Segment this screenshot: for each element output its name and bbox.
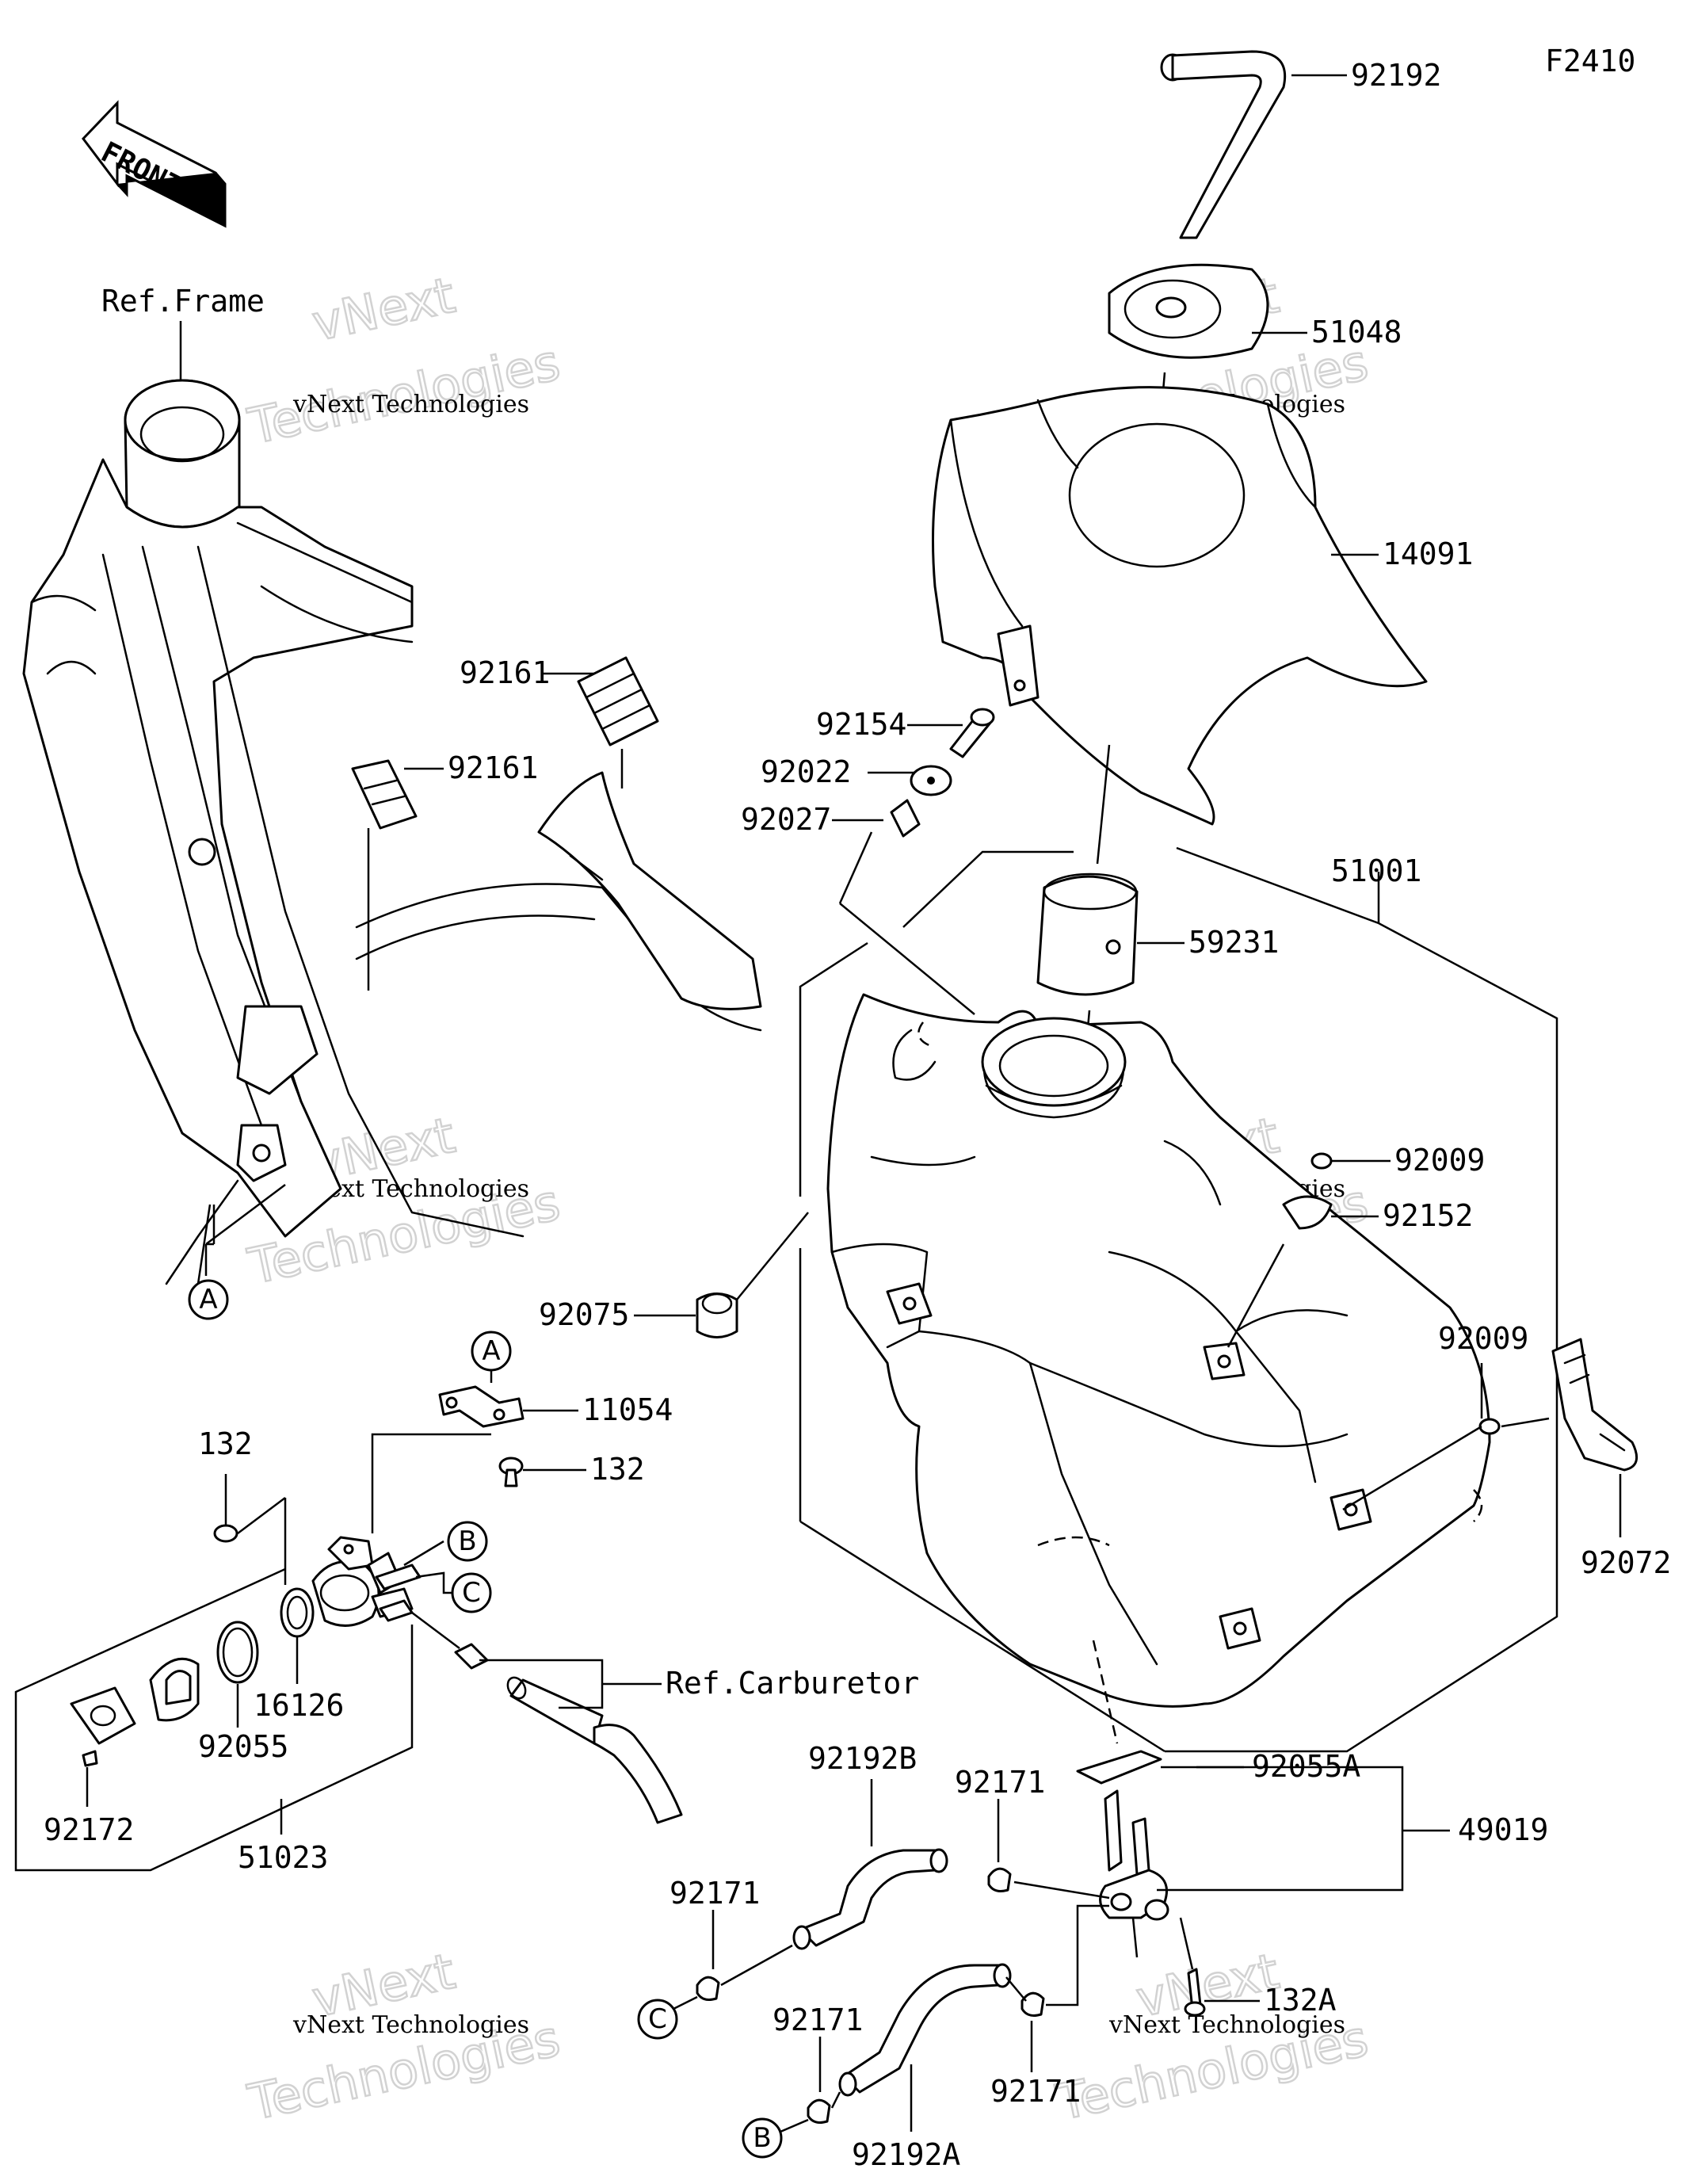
svg-text:92192A: 92192A	[852, 2137, 960, 2172]
svg-text:B: B	[458, 1525, 476, 1557]
ref-frame-label: Ref.Frame	[101, 284, 265, 319]
svg-text:92075: 92075	[539, 1297, 629, 1332]
tank-mount-bottom	[1219, 1607, 1261, 1650]
svg-text:92171: 92171	[773, 2003, 863, 2037]
marker-a-frame	[188, 1279, 229, 1320]
part-92161-lower: 92161	[351, 750, 538, 991]
svg-text:132A: 132A	[1264, 1983, 1337, 2018]
svg-text:51048: 51048	[1311, 315, 1402, 349]
svg-text:92161: 92161	[460, 655, 550, 690]
svg-text:92171: 92171	[990, 2074, 1081, 2109]
svg-text:92154: 92154	[816, 707, 906, 742]
part-92192A: 92192A	[838, 1963, 1012, 2172]
marker-c-cock	[451, 1572, 492, 1613]
part-49019: 49019	[1099, 1766, 1548, 1958]
part-92072: 92072	[1551, 1338, 1671, 1580]
svg-text:49019: 49019	[1458, 1812, 1548, 1847]
part-92171-left: 92171 C	[637, 1876, 793, 2040]
watermark-top-left: vNext Technologies vNext Technologies	[242, 265, 566, 456]
svg-text:132: 132	[590, 1452, 645, 1487]
svg-text:11054: 11054	[582, 1392, 673, 1427]
part-92192B: 92192B	[792, 1741, 948, 1950]
svg-text:92192: 92192	[1351, 58, 1441, 93]
part-92171-upper: 92171	[955, 1765, 1110, 1900]
part-51001	[826, 993, 1491, 1708]
part-92161-upper: 92161	[460, 655, 659, 788]
svg-text:14091: 14091	[1383, 536, 1473, 571]
part-132-bracket: 132	[498, 1452, 645, 1487]
fuel-cock-lever	[149, 1657, 200, 1722]
part-92055: 92055	[198, 1621, 288, 1764]
part-92075: 92075	[539, 1212, 809, 1338]
frame-reference: Ref.Frame A	[22, 284, 762, 1320]
svg-text:92022: 92022	[761, 754, 851, 789]
svg-text:C: C	[648, 2003, 667, 2035]
watermark-bottom-left: vNext Technologies vNext Technologies	[242, 1941, 566, 2132]
svg-text:A: A	[482, 1335, 500, 1367]
part-92171-bottom-left: 92171 B	[742, 2003, 863, 2159]
svg-text:vNext: vNext	[307, 266, 460, 353]
fuel-cock-plate	[70, 1686, 136, 1745]
front-arrow-icon: FRONT	[82, 100, 227, 228]
tank-mount-mid	[1203, 1342, 1246, 1380]
figure-code: F2410	[1545, 44, 1635, 78]
svg-text:92172: 92172	[44, 1812, 134, 1847]
part-92009-lower: 92009	[1342, 1321, 1550, 1511]
svg-text:51023: 51023	[238, 1840, 328, 1875]
tank-mount-front	[886, 1282, 933, 1325]
svg-text:C: C	[462, 1577, 481, 1609]
svg-text:vNext Technologies: vNext Technologies	[292, 391, 529, 418]
svg-text:92009: 92009	[1394, 1143, 1485, 1178]
watermark-bottom-right: vNext Technologies vNext Technologies	[1051, 1941, 1374, 2132]
part-92192: 92192	[1160, 50, 1441, 239]
svg-text:92192B: 92192B	[808, 1741, 917, 1776]
part-16126: 16126	[254, 1587, 344, 1723]
fuel-tank-outline	[799, 846, 1558, 1753]
svg-text:92027: 92027	[741, 802, 831, 837]
part-132-cock: 132	[198, 1426, 286, 1543]
svg-text:92009: 92009	[1438, 1321, 1528, 1356]
svg-text:vNext Technologies: vNext Technologies	[292, 2011, 529, 2039]
svg-text:92152: 92152	[1383, 1198, 1473, 1233]
part-92171-bottom-right: 92171	[990, 1904, 1109, 2109]
part-92027: 92027	[741, 799, 975, 1015]
svg-text:92171: 92171	[670, 1876, 760, 1911]
marker-a-frame-text: A	[199, 1284, 217, 1315]
marker-b-cock	[447, 1521, 488, 1562]
svg-text:59231: 59231	[1188, 925, 1279, 960]
part-59231: 59231	[1036, 744, 1279, 1055]
part-14091: 14091	[932, 386, 1473, 826]
ref-carburetor-label: Ref.Carburetor	[666, 1666, 919, 1701]
marker-c-hose	[637, 1999, 678, 2040]
marker-a-bracket	[471, 1331, 512, 1372]
part-92022: 92022	[761, 754, 952, 796]
part-11054: 11054 A	[438, 1331, 673, 1428]
part-92152: 92152	[1226, 1195, 1473, 1348]
svg-text:B: B	[753, 2122, 771, 2154]
marker-b-hose	[742, 2117, 783, 2159]
svg-text:16126: 16126	[254, 1688, 344, 1723]
carburetor-hose: Ref.Carburetor	[454, 1643, 919, 1824]
fuel-cock-body: B C	[284, 1433, 492, 1649]
svg-text:132: 132	[198, 1426, 253, 1461]
svg-text:92055: 92055	[198, 1729, 288, 1764]
part-132A: 132A	[1179, 1917, 1337, 2018]
label-51001: 51001	[1331, 853, 1421, 888]
part-92172: 92172	[44, 1750, 134, 1847]
part-92154: 92154	[816, 707, 995, 758]
svg-text:92171: 92171	[955, 1765, 1045, 1800]
svg-text:92072: 92072	[1581, 1545, 1671, 1580]
part-92009-upper: 92009	[1310, 1143, 1485, 1178]
svg-text:vNext Technologies: vNext Technologies	[1108, 2011, 1345, 2039]
part-51023: 51023	[14, 1567, 414, 1875]
svg-text:92161: 92161	[448, 750, 538, 785]
